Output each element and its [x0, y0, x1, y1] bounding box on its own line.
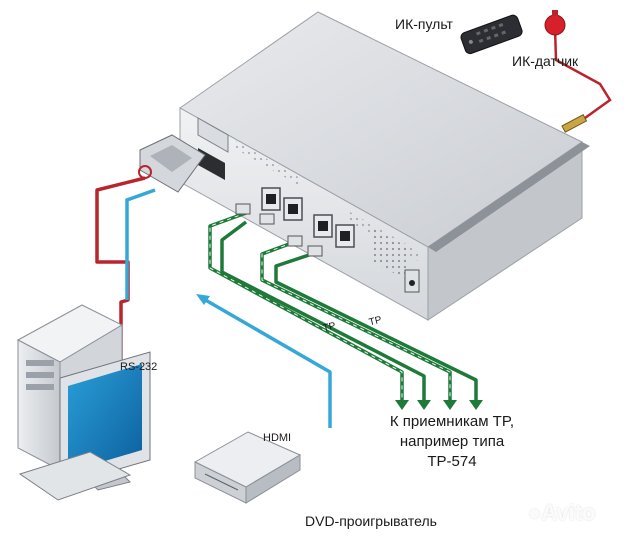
hdmi-arrow — [196, 294, 210, 305]
hdmi-cable — [125, 188, 332, 428]
tp-cables — [208, 211, 478, 400]
sensor-bulb-icon — [544, 14, 566, 36]
tp-arrowheads — [395, 400, 483, 410]
watermark-text: Avito — [541, 500, 596, 525]
rs232-connector — [138, 134, 206, 193]
audio-jack-icon — [561, 114, 588, 133]
ir-sensor — [544, 10, 612, 133]
avito-watermark: ●Avito — [528, 500, 595, 526]
ir-sensor-label: ИК-датчик — [512, 53, 579, 69]
ir-remote-icon — [460, 14, 523, 55]
monitor-screen — [68, 364, 142, 472]
hdmi-label: HDMI — [263, 432, 292, 444]
tp-receivers-caption: К приемникам TP, например типа TP-574 — [352, 412, 552, 472]
dvd-player-icon — [193, 431, 302, 504]
caption-line: TP-574 — [427, 453, 477, 470]
rj45-ports — [261, 187, 355, 248]
avito-logo-icon: ● — [528, 500, 542, 525]
tp-plugs — [235, 203, 323, 257]
rs232-port — [197, 117, 229, 153]
keyboard-icon — [18, 451, 132, 501]
computer-icon — [16, 304, 151, 501]
speaker-grille — [372, 228, 410, 282]
dvd-player-label: DVD-проигрыватель — [305, 513, 437, 529]
caption-line: К приемникам TP, — [389, 413, 515, 430]
ir-remote-label: ИК-пульт — [395, 16, 453, 32]
rs232-label: RS-232 — [120, 361, 158, 373]
caption-line: например типа — [399, 433, 505, 450]
